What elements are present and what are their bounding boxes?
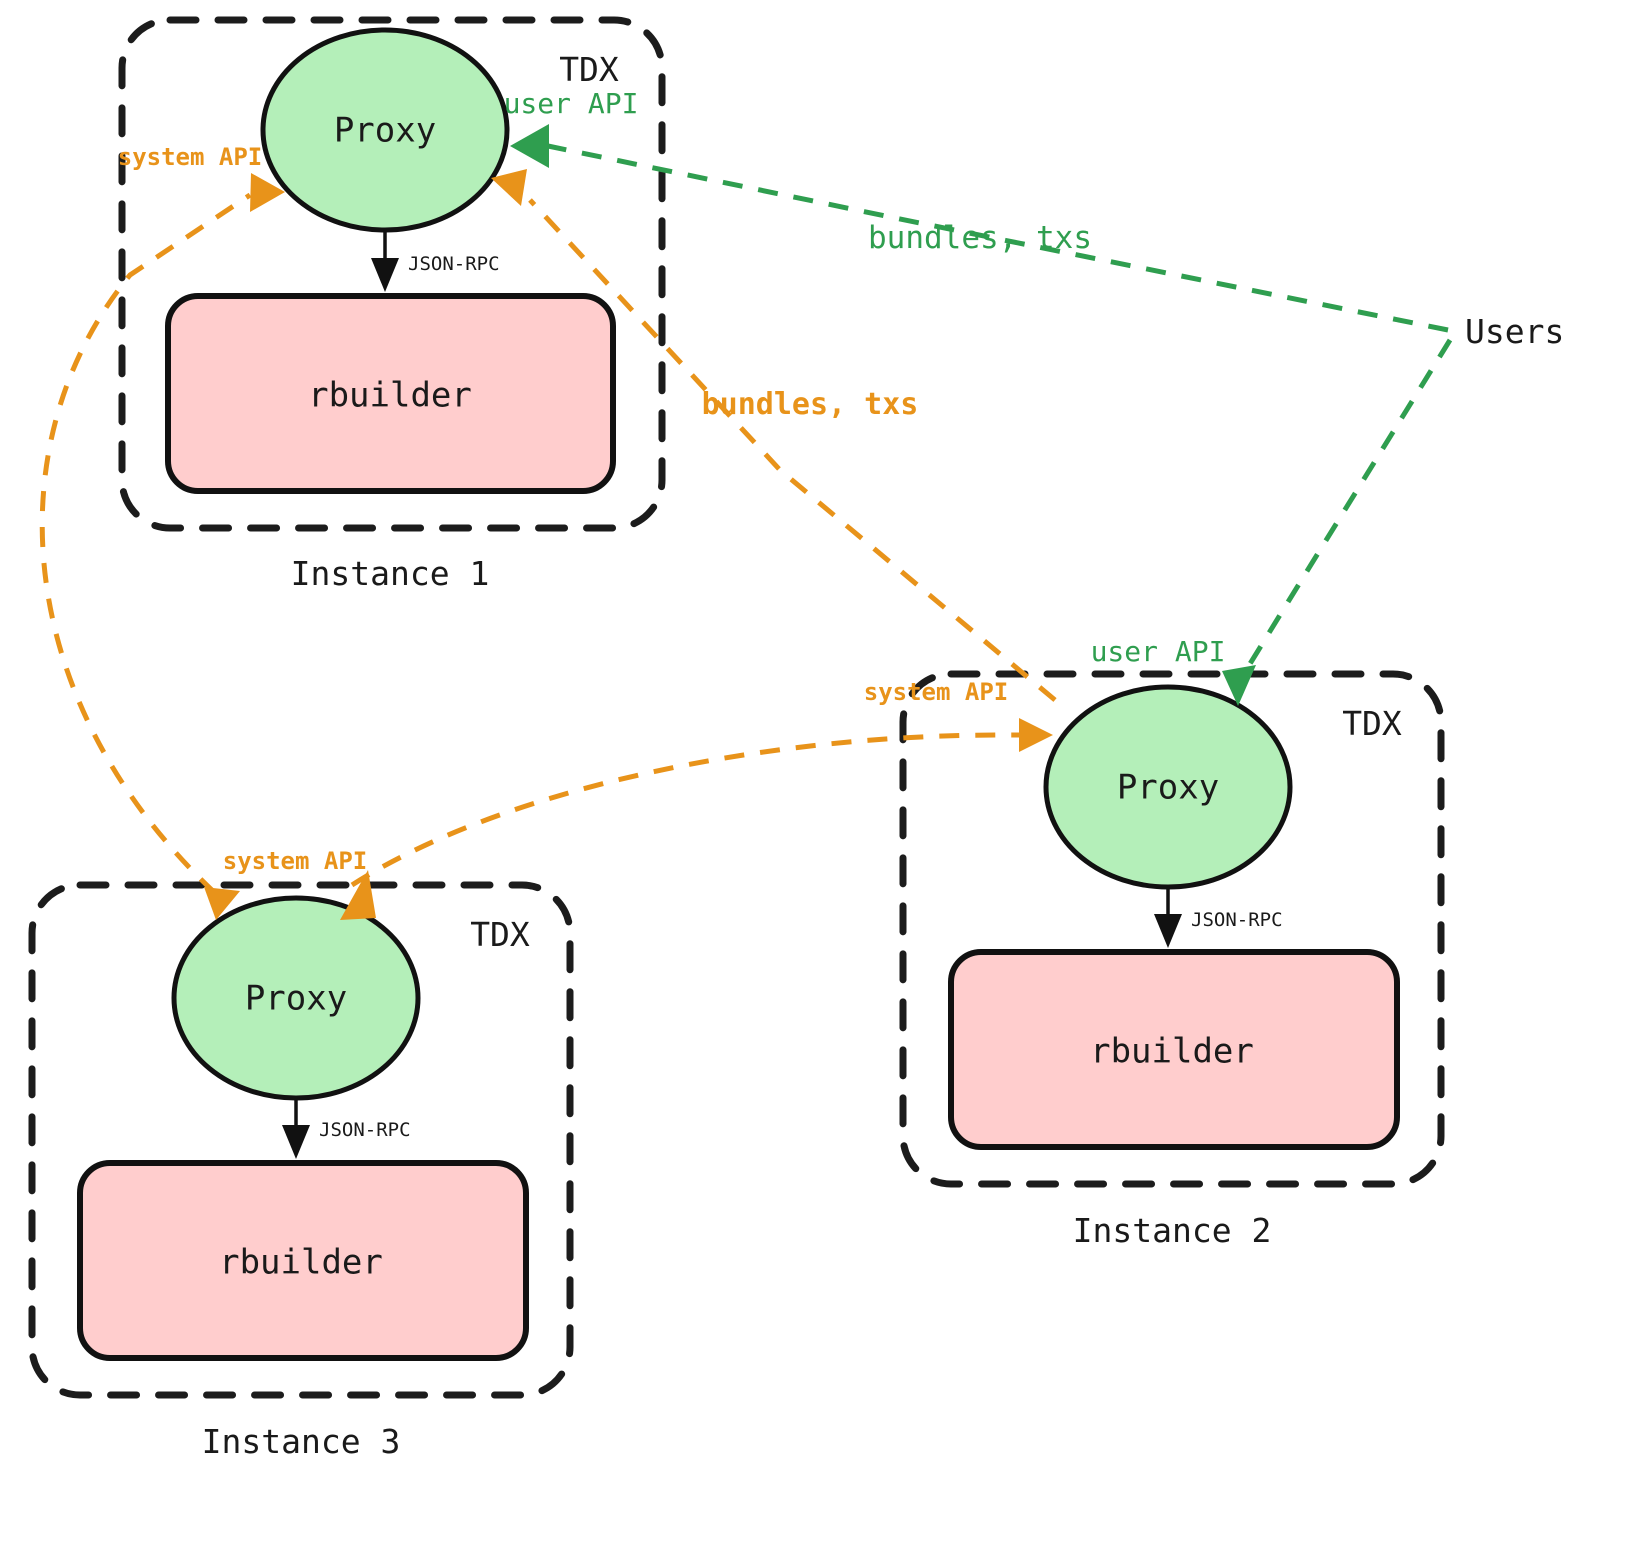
instance-1-proxy-label: Proxy bbox=[334, 111, 436, 151]
label-system-api-instance-3: system API bbox=[223, 847, 368, 875]
edge-users-to-instance-1-arrowhead bbox=[510, 124, 549, 168]
instance-2-proxy-node[interactable] bbox=[1043, 684, 1293, 890]
instance-1-tdx-boundary bbox=[118, 16, 666, 532]
instance-2-tdx-boundary bbox=[899, 670, 1445, 1188]
instance-3-tdx-label: TDX bbox=[470, 915, 530, 954]
edge-instance-3-outgoing-marker bbox=[340, 870, 376, 920]
instance-1-rbuilder-node[interactable] bbox=[165, 293, 616, 494]
edge-instance-2-to-instance-1-arrowhead bbox=[491, 169, 527, 206]
label-user-api-instance-2: user API bbox=[1091, 635, 1226, 668]
edge-instance-3-to-instance-1-arrowhead bbox=[250, 173, 285, 212]
instance-3-jsonrpc-label: JSON-RPC bbox=[319, 1119, 411, 1141]
instance-2-caption: Instance 2 bbox=[1073, 1211, 1272, 1250]
instance-3-caption: Instance 3 bbox=[202, 1422, 401, 1461]
label-bundles-txs-orange: bundles, txs bbox=[702, 387, 919, 422]
edge-instance-3-to-instance-2-arrowhead bbox=[1019, 718, 1053, 752]
label-system-api-instance-1: system API bbox=[118, 143, 263, 171]
instance-2-jsonrpc-arrowhead bbox=[1154, 914, 1182, 948]
instance-1-rbuilder-label: rbuilder bbox=[308, 376, 472, 416]
edge-users-to-instance-2-arrowhead bbox=[1222, 665, 1256, 706]
label-system-api-instance-2: system API bbox=[864, 678, 1009, 706]
instance-3-proxy-label: Proxy bbox=[245, 979, 347, 1019]
instance-2-jsonrpc-label: JSON-RPC bbox=[1191, 909, 1283, 931]
instance-3-rbuilder-label: rbuilder bbox=[219, 1243, 383, 1283]
edge-instance-3-to-instance-2-proxy[interactable] bbox=[350, 732, 1020, 888]
edge-instance-1-to-instance-3-arrowhead bbox=[204, 887, 240, 920]
label-bundles-txs-green: bundles, txs bbox=[868, 220, 1092, 256]
instance-1-tdx-label: TDX bbox=[559, 50, 619, 89]
instance-1-jsonrpc-arrowhead bbox=[371, 258, 399, 292]
instance-3-group[interactable]: TDX Proxy JSON-RPC rbuilder Instance 3 bbox=[28, 881, 574, 1461]
instance-3-rbuilder-node[interactable] bbox=[77, 1160, 529, 1361]
instance-1-caption: Instance 1 bbox=[291, 554, 490, 593]
instance-3-jsonrpc-arrowhead bbox=[282, 1125, 310, 1159]
instance-1-jsonrpc-label: JSON-RPC bbox=[408, 253, 500, 275]
edge-instance-3-to-instance-1-proxy[interactable] bbox=[39, 192, 252, 895]
instance-3-tdx-boundary bbox=[28, 881, 574, 1399]
instance-2-rbuilder-label: rbuilder bbox=[1090, 1032, 1254, 1072]
instance-3-proxy-node[interactable] bbox=[171, 895, 421, 1101]
user-api-edges[interactable]: bundles, txs user API user API Users bbox=[504, 87, 1565, 706]
instance-2-rbuilder-node[interactable] bbox=[948, 949, 1400, 1150]
label-user-api-instance-1: user API bbox=[504, 87, 639, 120]
users-actor-label: Users bbox=[1465, 312, 1564, 351]
instance-2-proxy-label: Proxy bbox=[1117, 768, 1219, 808]
instance-2-group[interactable]: TDX Proxy JSON-RPC rbuilder Instance 2 bbox=[899, 670, 1445, 1250]
edge-instance-2-to-instance-1-proxy[interactable] bbox=[528, 198, 1057, 702]
system-api-edges[interactable]: bundles, txs system API system API syste… bbox=[39, 143, 1057, 920]
edge-users-to-instance-2-proxy[interactable] bbox=[1237, 338, 1453, 682]
edge-users-to-instance-1-proxy[interactable] bbox=[547, 143, 1449, 333]
instance-1-group[interactable]: TDX Proxy JSON-RPC rbuilder Instance 1 bbox=[118, 16, 666, 593]
instance-1-proxy-node[interactable] bbox=[260, 27, 510, 233]
instance-2-tdx-label: TDX bbox=[1342, 704, 1402, 743]
